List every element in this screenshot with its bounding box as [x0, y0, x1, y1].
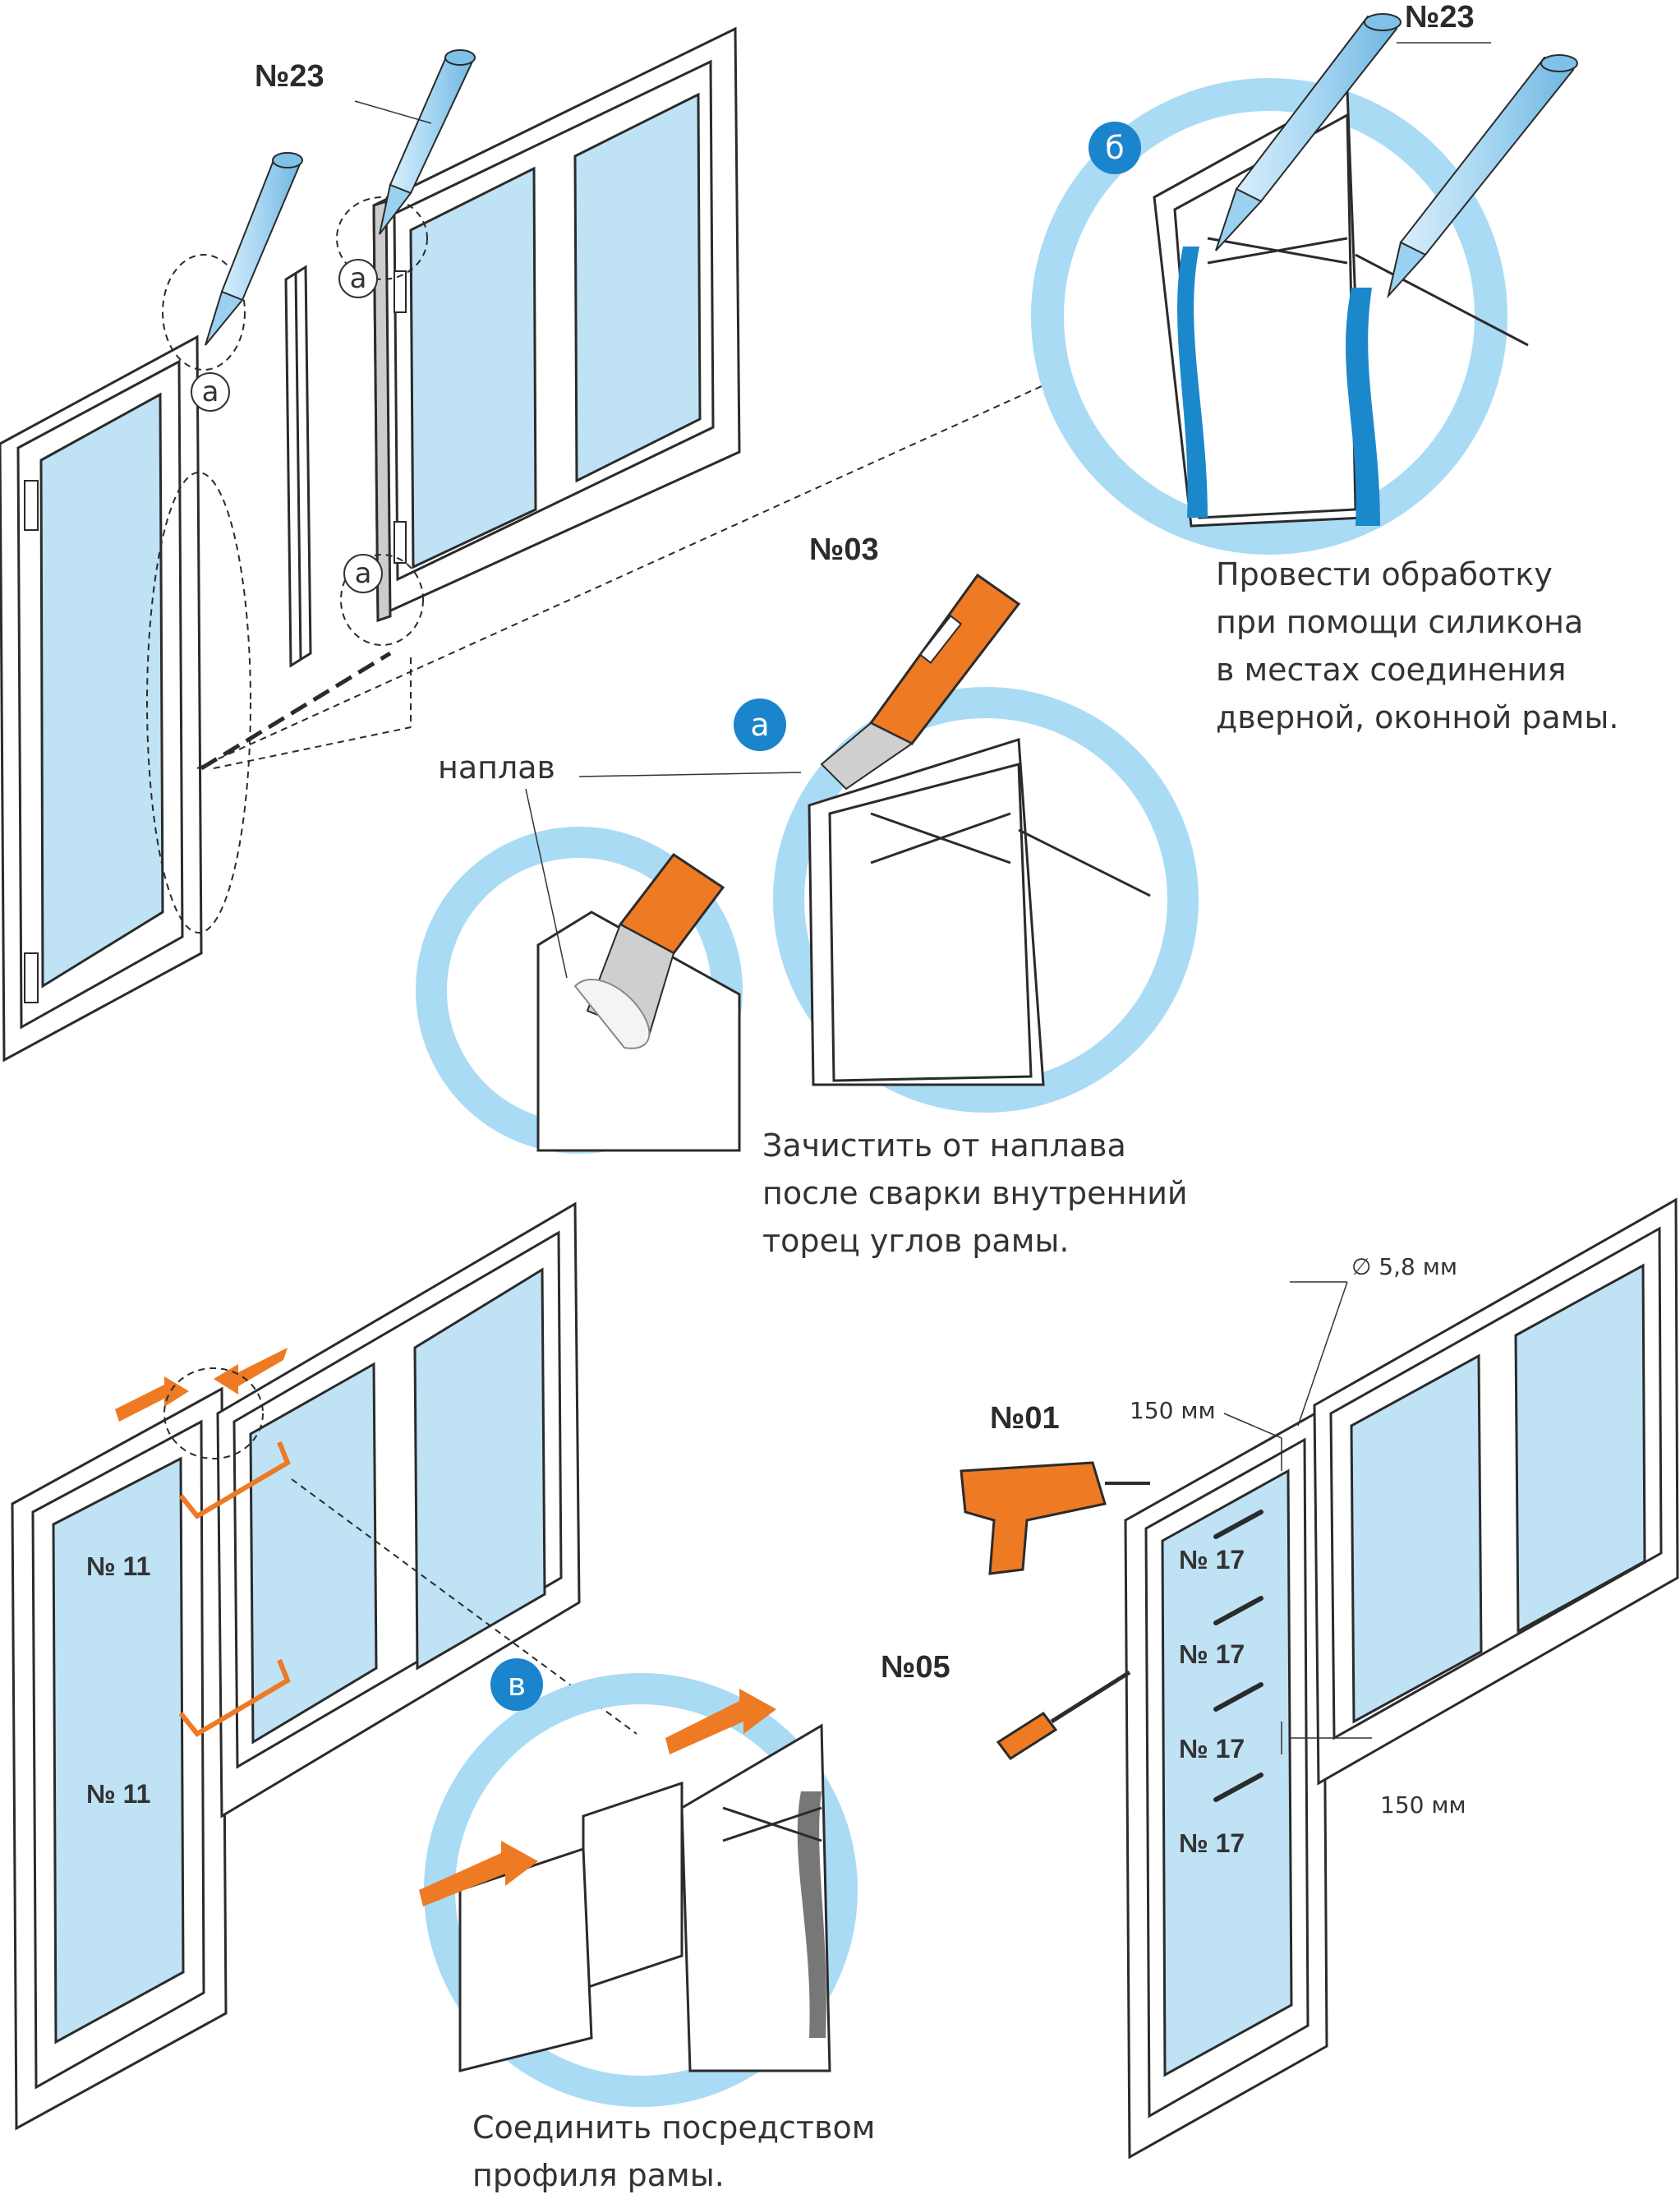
tool-screwdriver-label: №05: [881, 1650, 950, 1685]
caption-silicone-line-4: дверной, оконной рамы.: [1216, 699, 1619, 735]
knife-small: [573, 852, 725, 1049]
window-frame-top: [372, 26, 741, 623]
detail-v: [419, 1673, 858, 2107]
label-screw-2: № 17: [1179, 1639, 1245, 1669]
brackets-bottom: [178, 1441, 291, 1737]
knife-large: [820, 573, 1021, 791]
label-naplav: наплав: [438, 749, 555, 786]
caption-clean: Зачистить от наплава после сварки внутре…: [762, 1122, 1188, 1265]
marker-a-2: а: [338, 259, 378, 298]
label-diameter: ∅ 5,8 мм: [1351, 1253, 1457, 1280]
label-screw-3: № 17: [1179, 1734, 1245, 1763]
frame-profile-top: [284, 265, 312, 668]
window-frame-bottom: [216, 1201, 581, 1819]
door-frame-right: [1124, 1407, 1328, 2160]
screwdriver: [996, 1670, 1131, 1761]
label-bracket-1: № 11: [86, 1551, 151, 1581]
caption-silicone-line-1: Провести обработку: [1216, 556, 1553, 592]
marker-a-1: а: [191, 372, 230, 412]
caption-join: Соединить посредством профиля рамы.: [472, 2104, 875, 2199]
caption-silicone-line-2: при помощи силикона: [1216, 604, 1584, 640]
label-screw-4: № 17: [1179, 1828, 1245, 1858]
detail-badge-v: в: [490, 1658, 543, 1711]
marker-a-3: а: [343, 554, 383, 593]
detail-badge-b: б: [1089, 122, 1141, 174]
caption-join-line-2: профиля рамы.: [472, 2157, 725, 2193]
tool-drill-label: №01: [990, 1401, 1060, 1436]
door-frame-bottom: [11, 1386, 228, 2131]
window-frame-right: [1313, 1197, 1679, 1786]
tool-silicone-label-detail: №23: [1405, 0, 1475, 35]
detail-b: [1031, 13, 1578, 555]
caption-clean-line-3: торец углов рамы.: [762, 1223, 1070, 1259]
caption-clean-line-1: Зачистить от наплава: [762, 1127, 1126, 1164]
move-arrows-bottom: [115, 1348, 288, 1422]
caption-silicone-line-3: в местах соединения: [1216, 652, 1567, 688]
label-screw-1: № 17: [1179, 1545, 1245, 1574]
screws-right: [1213, 1510, 1263, 1802]
caption-join-line-1: Соединить посредством: [472, 2109, 876, 2146]
drill: [960, 1461, 1150, 1575]
tool-knife-label: №03: [809, 532, 879, 567]
detail-badge-a: а: [734, 698, 786, 751]
door-hinges-top: [24, 480, 39, 1003]
label-spacing-bottom: 150 мм: [1380, 1791, 1466, 1819]
window-hinges-top: [394, 270, 407, 564]
tool-silicone-label-top: №23: [255, 59, 324, 94]
silicone-tube-small-1: [205, 152, 303, 346]
door-frame-top: [0, 334, 203, 1063]
caption-silicone: Провести обработку при помощи силикона в…: [1216, 551, 1618, 741]
dimension-lines-right: [1223, 1281, 1372, 1754]
callout-ellipses-top: [146, 196, 1061, 934]
label-spacing-top: 150 мм: [1130, 1397, 1216, 1424]
label-bracket-2: № 11: [86, 1779, 151, 1809]
caption-clean-line-2: после сварки внутренний: [762, 1175, 1188, 1211]
detail-a: [416, 573, 1199, 1154]
